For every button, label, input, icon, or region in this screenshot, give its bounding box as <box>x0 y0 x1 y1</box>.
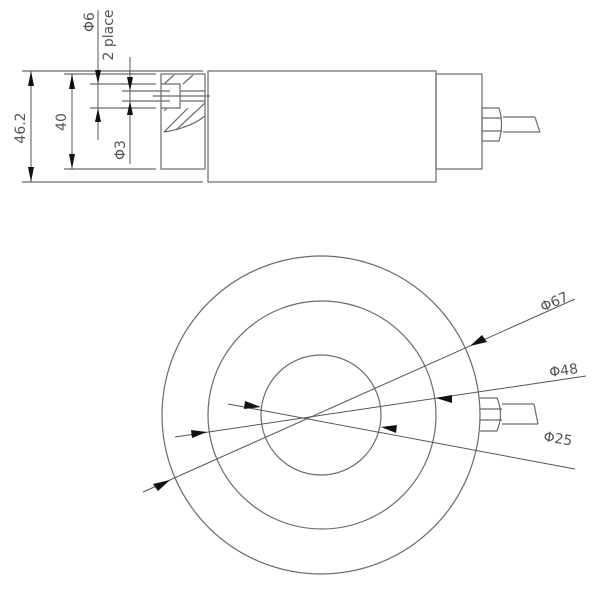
dim-through-hole: Φ3 <box>113 140 129 160</box>
dim-hole-note: 2 place <box>101 9 117 60</box>
side-view: 46.2 40 Φ6 2 place Φ3 <box>13 9 541 183</box>
dim-hole-diameter: Φ6 <box>82 12 98 32</box>
dim-body-height: 40 <box>54 113 70 131</box>
dim-middle-diameter: Φ48 <box>548 361 579 381</box>
dim-inner-diameter: Φ25 <box>542 429 573 449</box>
dim-total-height: 46.2 <box>13 112 29 143</box>
dim-outer-diameter: Φ67 <box>538 289 571 315</box>
top-view: Φ67 Φ48 Φ25 <box>142 255 587 575</box>
